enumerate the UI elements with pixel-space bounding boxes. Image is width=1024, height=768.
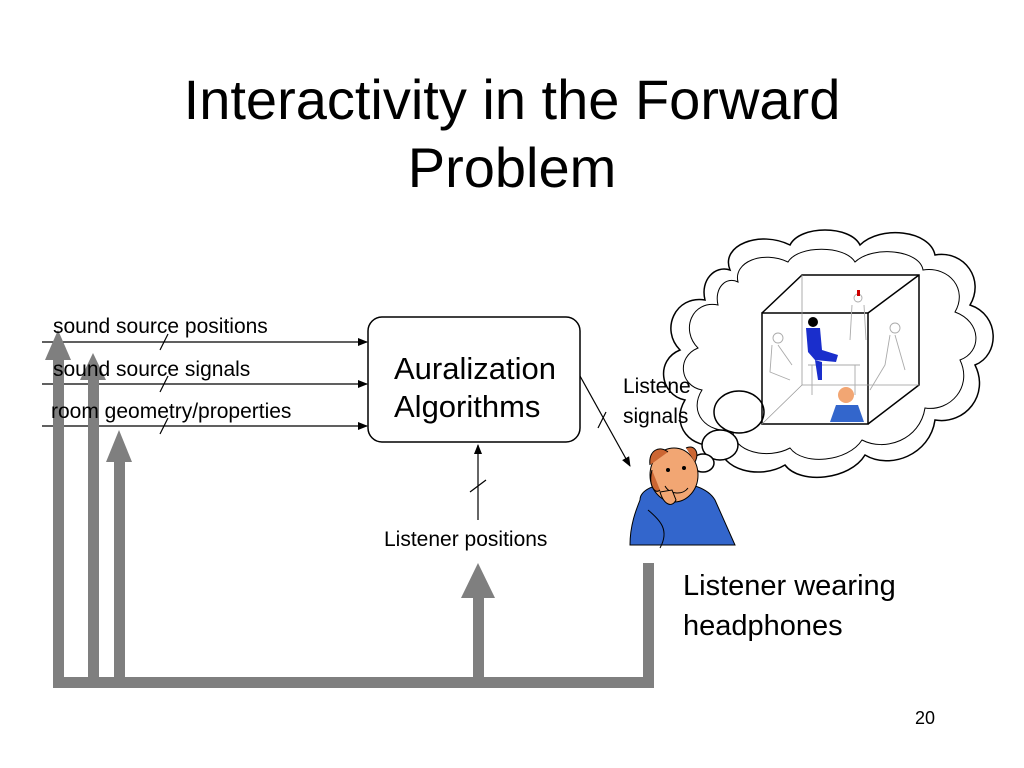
feedback-arrow-listener-positions <box>473 595 484 688</box>
title-line-2: Problem <box>407 136 617 199</box>
listener-signals-arrow <box>579 375 631 467</box>
listener-signals-label-line-1: Listene <box>623 375 691 398</box>
feedback-loop <box>45 330 654 688</box>
input-label-geometry: room geometry/properties <box>51 400 292 423</box>
caption-line-2: headphones <box>683 610 843 642</box>
listener-positions-label: Listener positions <box>384 528 548 551</box>
title-line-1: Interactivity in the Forward <box>183 68 841 131</box>
listener-positions-arrow <box>469 444 487 520</box>
auralization-label: Auralization Algorithms <box>394 350 556 426</box>
feedback-arrow-signals <box>88 376 99 688</box>
listener-figure-icon <box>629 446 736 549</box>
page-number: 20 <box>915 708 936 728</box>
listener-caption: Listener wearing headphones <box>683 566 896 646</box>
auralization-box <box>367 316 581 443</box>
slide-title: Interactivity in the Forward Problem <box>0 66 1024 202</box>
room-cube-icon <box>761 274 920 425</box>
input-label-signals: sound source signals <box>53 358 251 381</box>
listener-signals-label-line-2: signals <box>623 405 689 428</box>
auralization-line-1: Auralization <box>394 351 556 386</box>
caption-line-1: Listener wearing <box>683 570 896 602</box>
feedback-arrow-geometry <box>114 455 125 688</box>
feedback-arrow-positions <box>53 356 64 688</box>
input-label-positions: sound source positions <box>53 315 268 338</box>
auralization-line-2: Algorithms <box>394 389 541 424</box>
